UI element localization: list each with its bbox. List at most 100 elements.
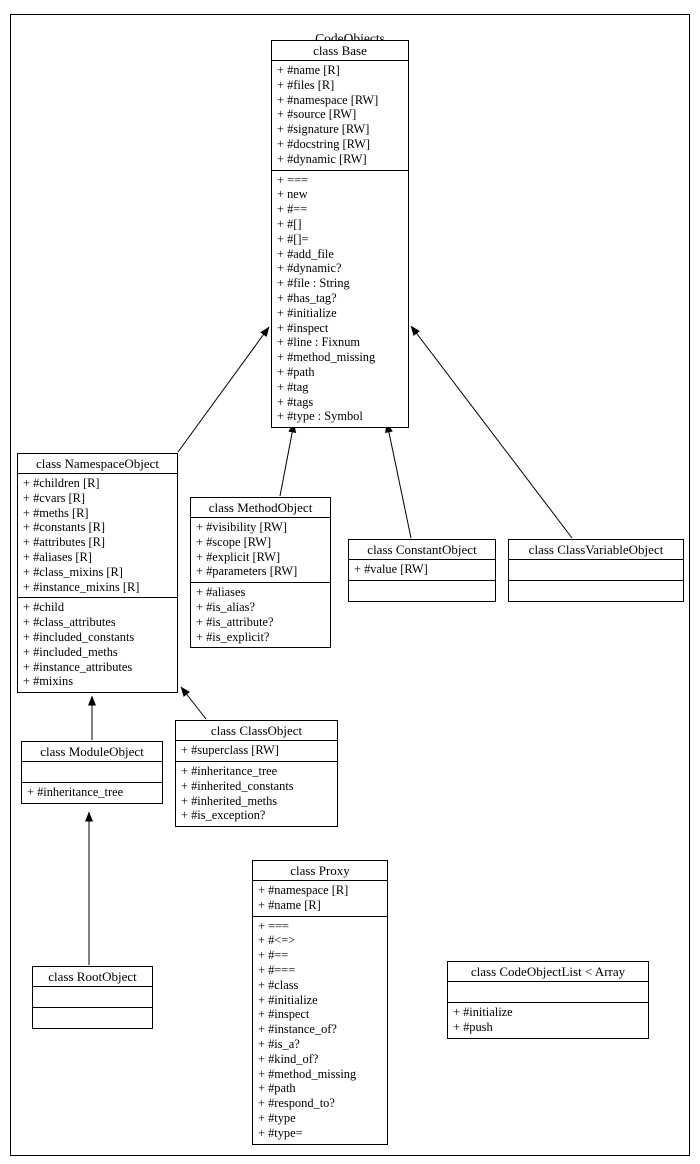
member-row: + #namespace [RW] [277, 92, 379, 107]
member-row: + #inspect [258, 1007, 310, 1022]
member-row: + #respond_to? [258, 1096, 335, 1111]
member-row: + #class [258, 977, 299, 992]
member-row: + #constants [R] [23, 520, 106, 535]
member-row: + #aliases [196, 585, 246, 600]
member-row: + #inheritance_tree [27, 785, 124, 799]
member-row: + #parameters [RW] [196, 564, 298, 579]
class-box-code-object-list: class CodeObjectList < Array + #initiali… [447, 961, 649, 1039]
class-attributes: + #value [RW] [349, 560, 495, 581]
class-title: class MethodObject [191, 498, 330, 518]
class-title: class Proxy [253, 861, 387, 881]
member-row: + #cvars [R] [23, 490, 86, 505]
class-attributes [448, 982, 648, 1003]
member-row: + #value [RW] [354, 562, 428, 576]
member-row: + #initialize [258, 992, 318, 1007]
class-title: class ClassObject [176, 721, 337, 741]
member-row: + #file : String [277, 276, 350, 291]
member-row: + #inheritance_tree [181, 764, 278, 778]
member-row: + #dynamic [RW] [277, 151, 367, 166]
member-row: + new [277, 187, 308, 202]
member-row: + #signature [RW] [277, 122, 370, 137]
member-row: + #child [23, 600, 65, 615]
member-row: + #type : Symbol [277, 409, 363, 424]
member-row: + #files [R] [277, 77, 335, 92]
member-row: + #instance_of? [258, 1022, 337, 1037]
class-methods: + #child+ #class_attributes+ #included_c… [18, 598, 177, 692]
member-row: + #instance_attributes [23, 659, 133, 674]
member-row: + #method_missing [258, 1066, 357, 1081]
member-row: + #initialize [277, 305, 337, 320]
member-row: + #children [R] [23, 476, 100, 490]
class-box-proxy: class Proxy + #namespace [R]+ #name [R] … [252, 860, 388, 1145]
member-row: + #<=> [258, 933, 296, 948]
class-title: class RootObject [33, 967, 152, 987]
member-row: + #name [R] [277, 63, 340, 77]
member-row: + #type [258, 1110, 296, 1125]
member-row: + #is_exception? [181, 808, 266, 823]
class-attributes: + #namespace [R]+ #name [R] [253, 881, 387, 917]
member-row: + #type= [258, 1125, 303, 1140]
member-row: + #superclass [RW] [181, 743, 279, 757]
member-row: + #name [R] [258, 897, 321, 912]
member-row: + #path [277, 364, 315, 379]
class-attributes [509, 560, 683, 581]
class-attributes: + #visibility [RW]+ #scope [RW]+ #explic… [191, 518, 330, 584]
member-row: + #kind_of? [258, 1051, 319, 1066]
member-row: + #[] [277, 216, 302, 231]
class-title: class Base [272, 41, 408, 61]
member-row: + #explicit [RW] [196, 549, 281, 564]
member-row: + #method_missing [277, 350, 376, 365]
member-row: + === [277, 172, 309, 187]
class-methods: + ===+ new+ #==+ #[]+ #[]=+ #add_file+ #… [272, 171, 408, 428]
class-methods: + #inheritance_tree [22, 783, 162, 803]
class-attributes: + #superclass [RW] [176, 741, 337, 762]
member-row: + #instance_mixins [R] [23, 579, 140, 594]
member-row: + #included_meths [23, 644, 118, 659]
member-row: + #push [453, 1019, 493, 1034]
class-title: class ConstantObject [349, 540, 495, 560]
member-row: + #scope [RW] [196, 534, 272, 549]
class-attributes [22, 762, 162, 783]
member-row: + #is_alias? [196, 599, 255, 614]
member-row: + #mixins [23, 674, 74, 689]
member-row: + #line : Fixnum [277, 335, 361, 350]
class-title: class CodeObjectList < Array [448, 962, 648, 982]
class-title: class NamespaceObject [18, 454, 177, 474]
member-row: + #class_mixins [R] [23, 564, 123, 579]
class-attributes [33, 987, 152, 1008]
class-box-constant-object: class ConstantObject + #value [RW] [348, 539, 496, 602]
class-methods: + ===+ #<=>+ #==+ #===+ #class+ #initial… [253, 917, 387, 1144]
class-attributes: + #children [R]+ #cvars [R]+ #meths [R]+… [18, 474, 177, 599]
member-row: + #add_file [277, 246, 334, 261]
class-box-module-object: class ModuleObject + #inheritance_tree [21, 741, 163, 804]
member-row: + #namespace [R] [258, 883, 349, 897]
member-row: + #== [277, 202, 308, 217]
class-methods [509, 581, 683, 601]
class-box-class-variable-object: class ClassVariableObject [508, 539, 684, 602]
class-methods: + #inheritance_tree+ #inherited_constant… [176, 762, 337, 826]
member-row: + #dynamic? [277, 261, 342, 276]
member-row: + #has_tag? [277, 290, 337, 305]
member-row: + #class_attributes [23, 615, 116, 630]
member-row: + #tag [277, 379, 309, 394]
class-title: class ClassVariableObject [509, 540, 683, 560]
member-row: + #source [RW] [277, 107, 357, 122]
class-box-method-object: class MethodObject + #visibility [RW]+ #… [190, 497, 331, 649]
member-row: + #inherited_meths [181, 793, 278, 808]
member-row: + #inherited_constants [181, 778, 294, 793]
class-box-class-object: class ClassObject + #superclass [RW] + #… [175, 720, 338, 828]
class-methods [349, 581, 495, 601]
member-row: + === [258, 918, 290, 933]
class-methods [33, 1008, 152, 1028]
member-row: + #path [258, 1081, 296, 1096]
member-row: + #tags [277, 394, 314, 409]
class-box-namespace-object: class NamespaceObject + #children [R]+ #… [17, 453, 178, 694]
member-row: + #=== [258, 962, 296, 977]
class-methods: + #initialize+ #push [448, 1003, 648, 1038]
class-methods: + #aliases+ #is_alias?+ #is_attribute?+ … [191, 583, 330, 647]
member-row: + #attributes [R] [23, 535, 106, 550]
class-attributes: + #name [R]+ #files [R]+ #namespace [RW]… [272, 61, 408, 171]
member-row: + #is_attribute? [196, 614, 274, 629]
class-box-base: class Base + #name [R]+ #files [R]+ #nam… [271, 40, 409, 429]
